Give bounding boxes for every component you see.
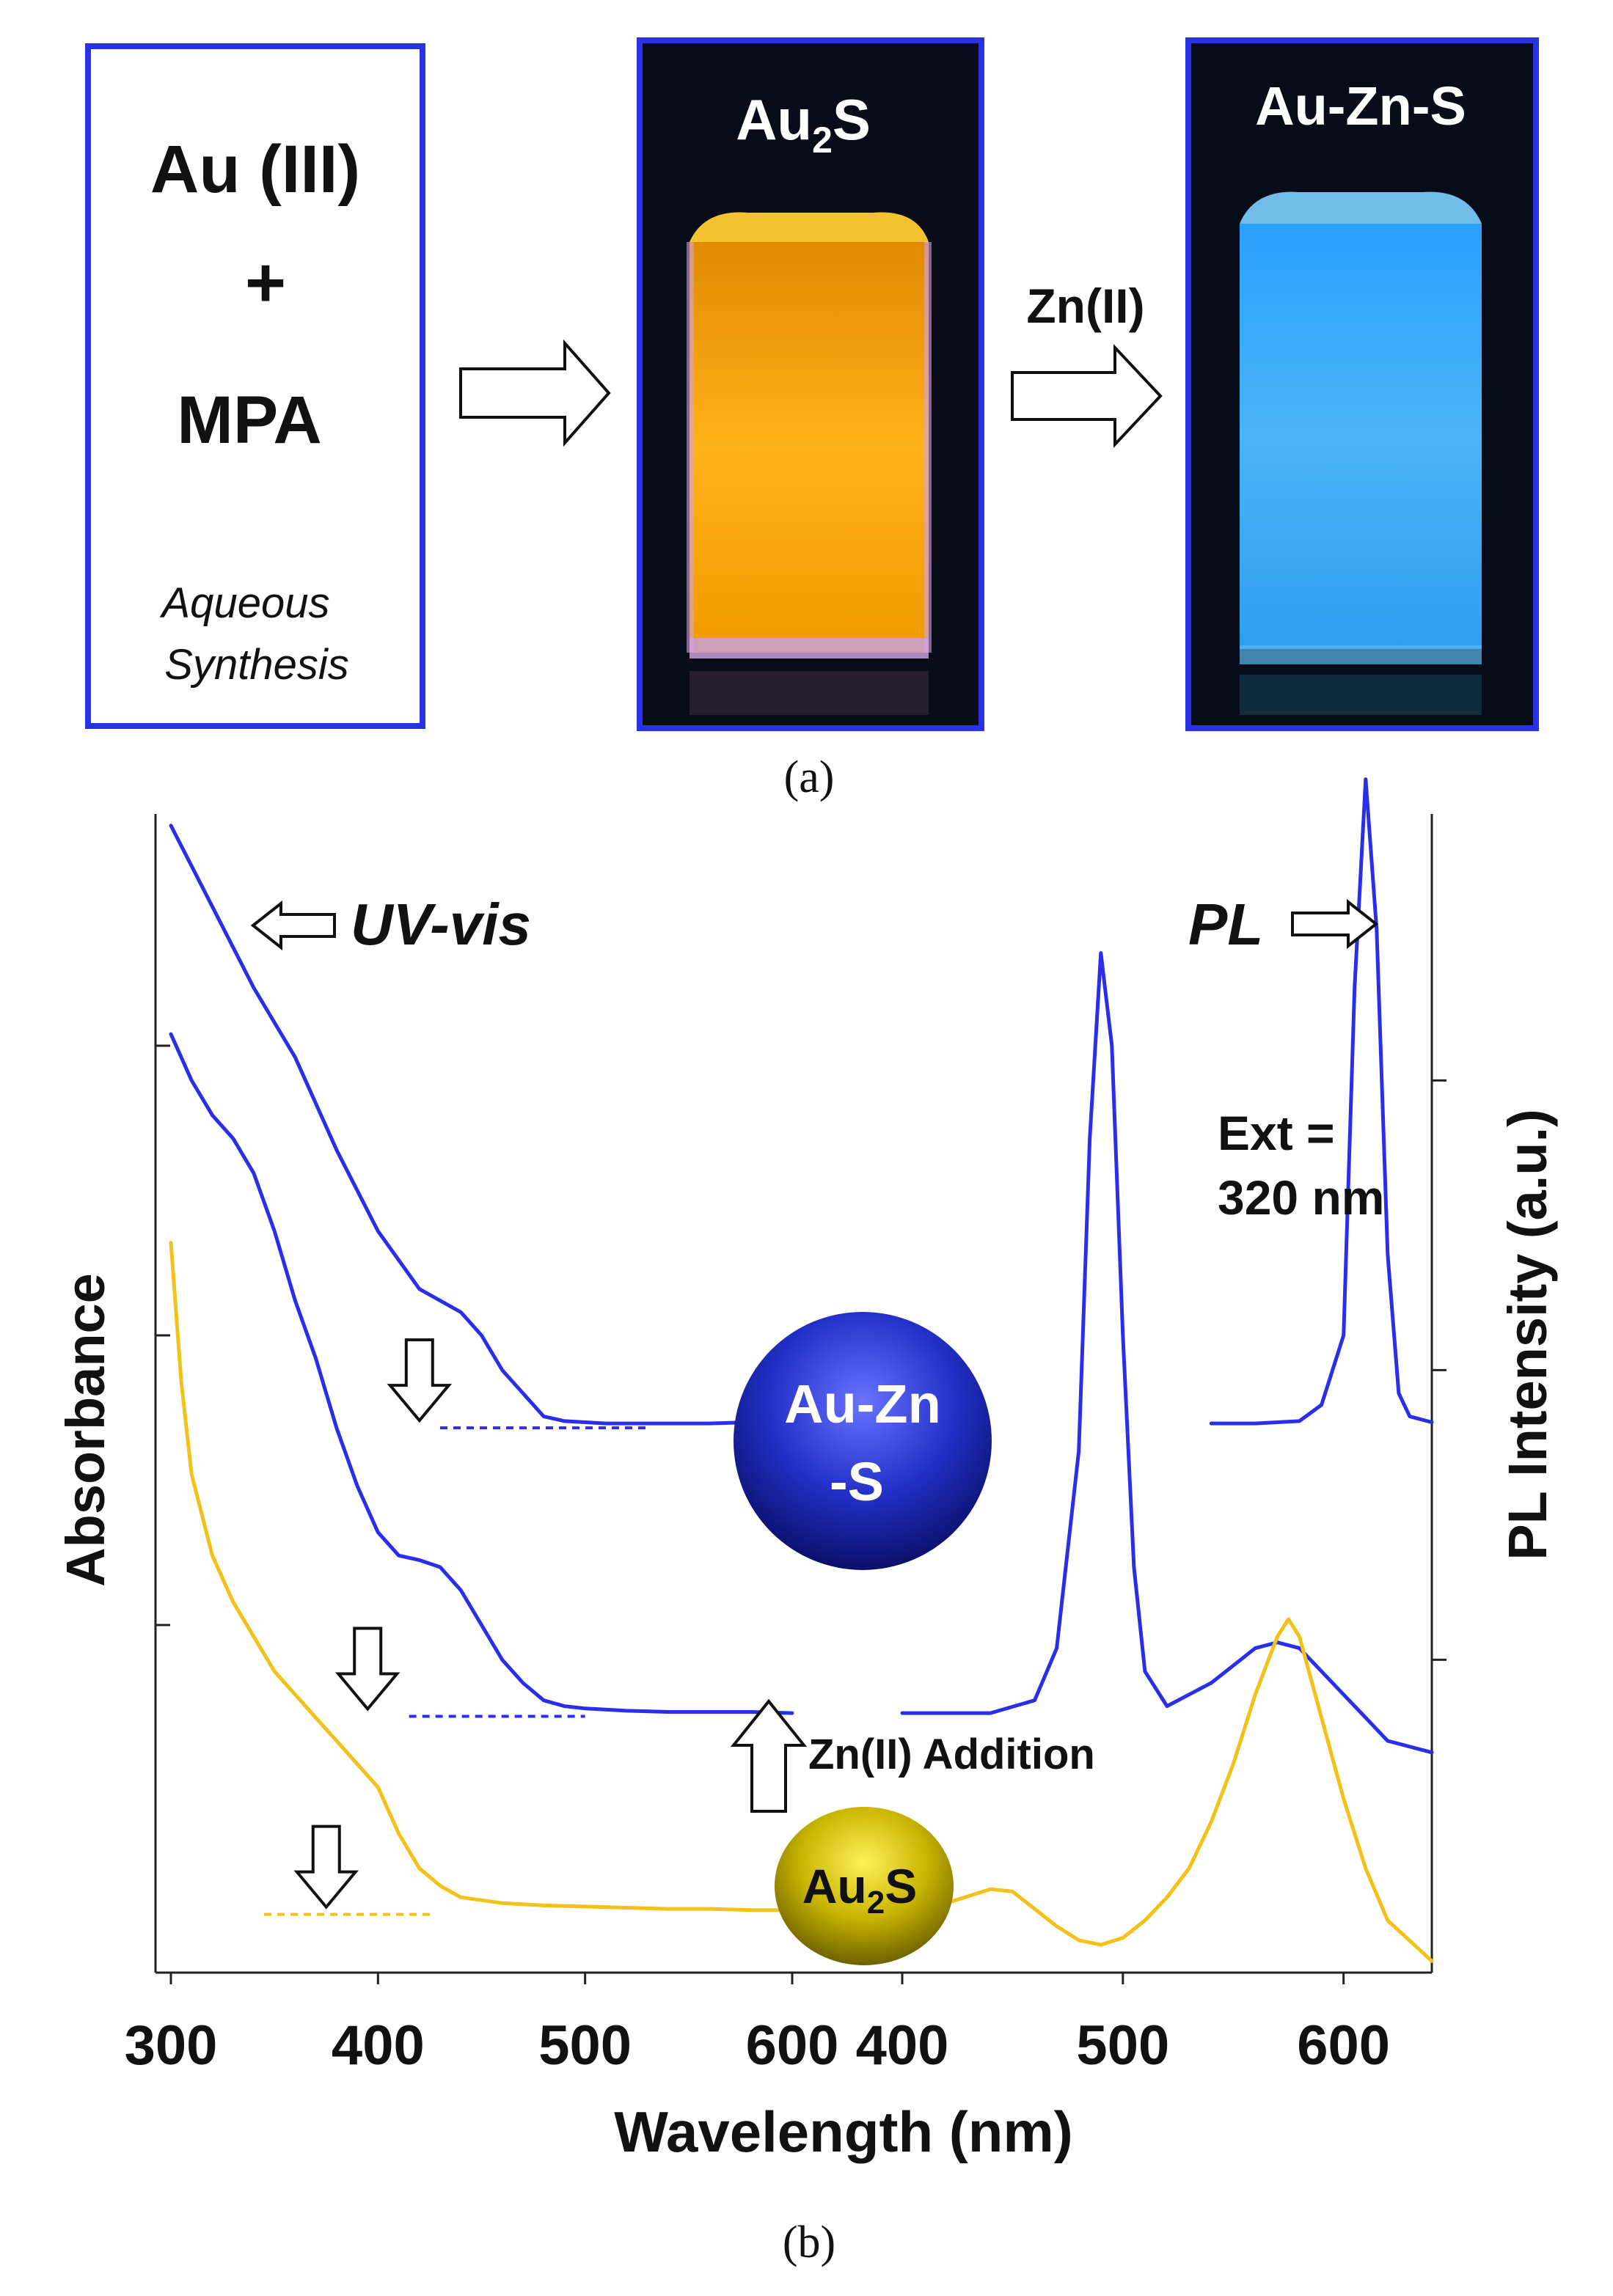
- panel-a: Au (III) + MPA Aqueous Synthesis Au2S Zn…: [85, 37, 1539, 802]
- ext-line2: 320 nm: [1218, 1170, 1384, 1225]
- sphere1-line2: -S: [830, 1451, 884, 1512]
- pl-x-tick-label-3: 600: [1297, 2014, 1390, 2077]
- box-note-2: Synthesis: [164, 641, 348, 689]
- uvvis-x-tick-label-3: 500: [538, 2014, 632, 2077]
- auzns-sphere: Au-Zn -S: [734, 1312, 992, 1570]
- pl-label: PL: [1188, 892, 1263, 957]
- sphere2-label: Au2S: [802, 1859, 918, 1921]
- pl-x-tick-label-2: 500: [1076, 2014, 1169, 2077]
- arrow-up-icon: [730, 1698, 808, 1813]
- box-note-1: Aqueous: [160, 579, 330, 627]
- arrow-left-icon: [250, 900, 336, 951]
- series-line-uvvis-2: [169, 1032, 794, 1715]
- uvvis-label: UV-vis: [351, 892, 531, 957]
- panel-b: 300 400 500 600 400 500 600 Wavelength (nm) Ab…: [55, 777, 1558, 2267]
- vial-au2s-photo: Au2S: [637, 37, 984, 731]
- arrow-right-icon: [1291, 898, 1379, 950]
- box-line2: MPA: [177, 383, 322, 458]
- series-line-pl-4: [1209, 777, 1434, 1426]
- panel-a-caption: (a): [784, 752, 835, 802]
- sphere1-line1: Au-Zn: [784, 1373, 941, 1434]
- uvvis-x-tick-label-2: 400: [332, 2014, 425, 2077]
- onset-markers: [264, 1338, 648, 1916]
- x-tick-labels: 300 400 500 600 400 500 600: [125, 2014, 1390, 2077]
- series-layer: [169, 777, 1434, 1963]
- y-axis-label-left: Absorbance: [55, 1273, 116, 1587]
- uvvis-x-tick-label-1: 300: [125, 2014, 218, 2077]
- x-axis-ticks: [169, 1973, 1345, 1984]
- au2s-sphere: Au2S: [775, 1807, 954, 1965]
- y-axis-label-right: PL Intensity (a.u.): [1497, 1109, 1558, 1560]
- uvvis-x-tick-label-4: 600: [746, 2014, 839, 2077]
- arrow-down-icon: [387, 1338, 453, 1423]
- series-line-pl-5: [900, 951, 1434, 1755]
- box-line1: Au (III): [150, 132, 360, 207]
- panel-b-caption: (b): [783, 2218, 835, 2267]
- arrow-down-icon: [293, 1824, 359, 1910]
- arrow-down-icon: [334, 1626, 400, 1712]
- zn-addition-label: Zn(II) Addition: [808, 1731, 1095, 1778]
- pl-x-tick-label-1: 400: [856, 2014, 949, 2077]
- vial-auzns-photo: Au-Zn-S: [1185, 37, 1539, 731]
- vial1-label: Au2S: [736, 87, 871, 161]
- arrow-right-icon: [1011, 343, 1163, 449]
- reagent-box: [85, 43, 425, 729]
- ext-line1: Ext =: [1218, 1106, 1335, 1160]
- arrow2-label: Zn(II): [1026, 279, 1144, 333]
- arrow-right-icon: [459, 339, 611, 447]
- series-line-pl-6: [900, 1617, 1434, 1963]
- series-line-uvvis-1: [169, 824, 794, 1426]
- vial2-label: Au-Zn-S: [1255, 76, 1466, 136]
- series-line-uvvis-3: [169, 1241, 794, 1912]
- right-axis-ticks: [1432, 1079, 1446, 1661]
- x-axis-label: Wavelength (nm): [614, 2099, 1072, 2164]
- box-plus: +: [245, 243, 286, 322]
- left-axis-ticks: [156, 1044, 170, 1626]
